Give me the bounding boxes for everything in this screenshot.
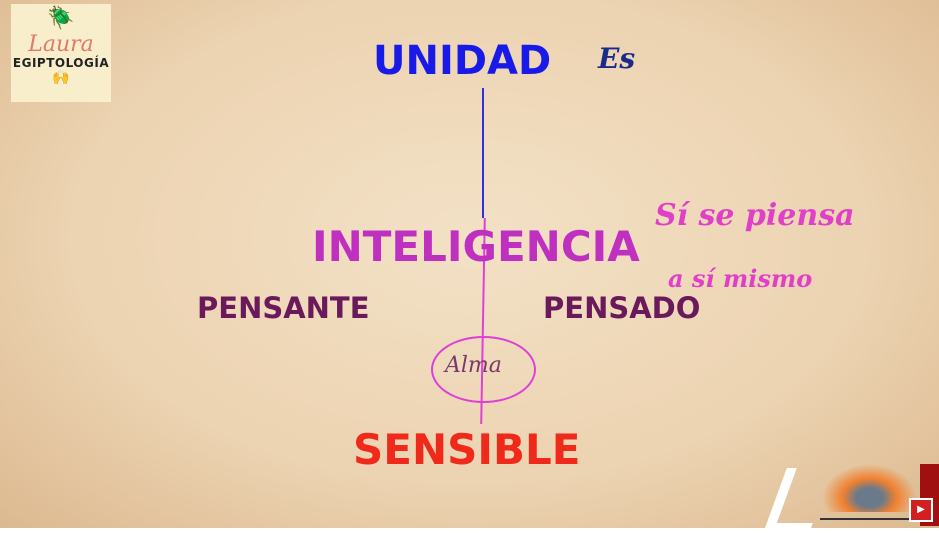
pensado-label: PENSADO [543,291,701,325]
pensante-label: PENSANTE [197,291,370,325]
base-line [820,518,916,520]
youtube-play-icon[interactable]: ▶ [909,498,933,522]
note-line2: a sí mismo [668,264,813,293]
es-label: Es [598,42,636,75]
corner-logo: ▶ [763,458,939,533]
alma-circle [431,336,536,403]
channel-logo: 🪲 Laura EGIPTOLOGÍA 🙌 [11,4,111,102]
unidad-label: UNIDAD [373,38,552,84]
alma-label: Alma [445,353,502,378]
winged-goddess-icon [822,464,917,512]
logo-name: Laura [28,32,94,57]
sensible-label: SENSIBLE [353,425,581,474]
scarab-icon: 🪲 [47,6,75,31]
blue-line [482,88,484,218]
inteligencia-label: INTELIGENCIA [312,222,640,271]
note-line1: Sí se piensa [655,198,855,233]
hands-icon: 🙌 [52,70,70,86]
logo-subtitle: EGIPTOLOGÍA [12,56,110,70]
